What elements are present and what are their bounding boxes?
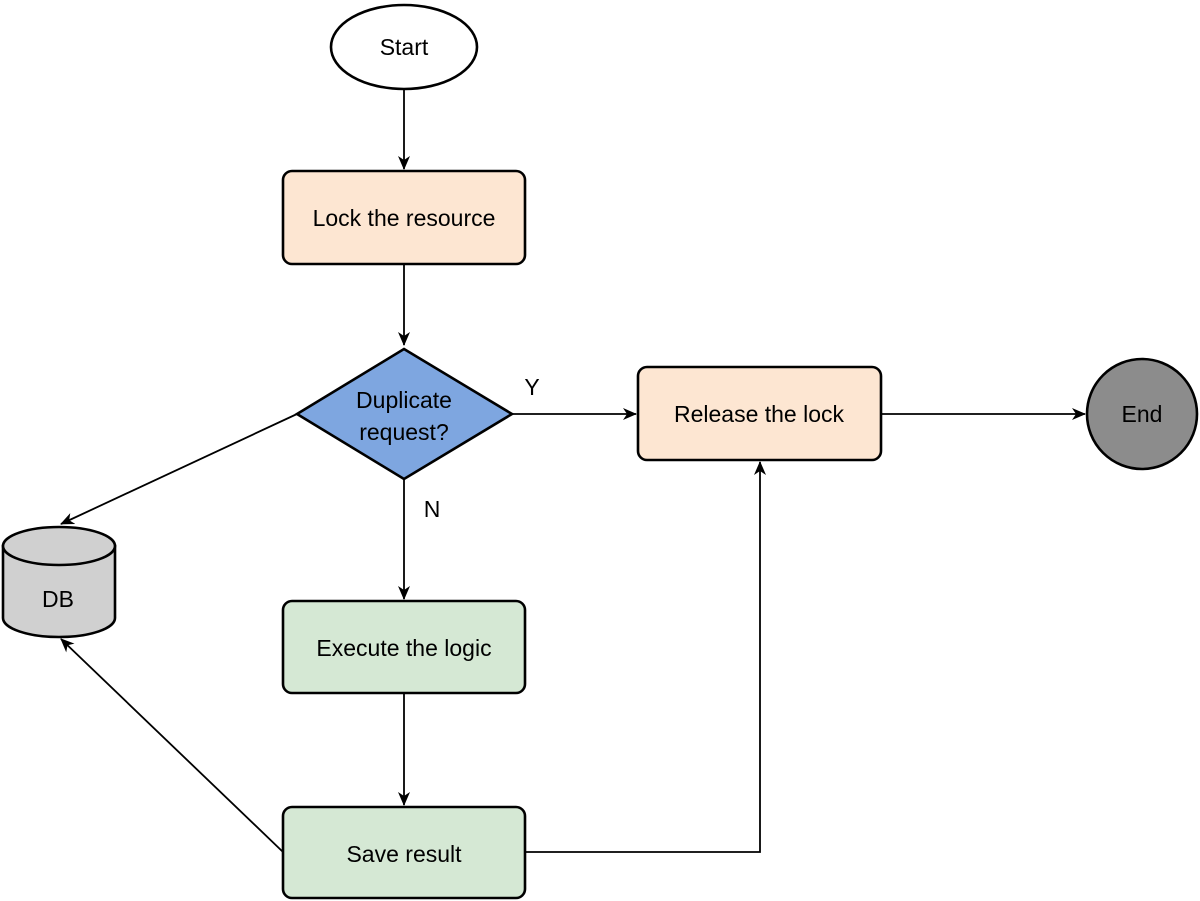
db-cylinder-body: [1, 544, 117, 639]
node-db: DB: [1, 525, 117, 639]
node-lock-resource: Lock the resource: [281, 169, 527, 266]
release-lock-label: Release the lock: [674, 401, 845, 427]
node-release-lock: Release the lock: [636, 365, 883, 462]
node-duplicate-decision: Duplicate request?: [294, 347, 515, 481]
node-save-result: Save result: [281, 805, 527, 900]
node-execute-logic: Execute the logic: [281, 599, 527, 695]
end-circle: [1085, 357, 1199, 471]
end-label: End: [1122, 401, 1163, 427]
edge-save-to-db: [60, 638, 284, 853]
save-result-box: [281, 805, 527, 900]
node-end: End: [1085, 357, 1199, 471]
start-ellipse: [329, 3, 479, 91]
db-cylinder-top: [1, 525, 117, 567]
decision-label-line2: request?: [359, 419, 449, 445]
node-start: Start: [329, 3, 479, 91]
edge-decision-to-db: [60, 413, 298, 525]
decision-label-line1: Duplicate: [356, 387, 452, 413]
execute-logic-label: Execute the logic: [316, 635, 491, 661]
release-lock-box: [636, 365, 883, 462]
start-label: Start: [380, 34, 429, 60]
execute-logic-box: [281, 599, 527, 695]
edge-label-yes: Y: [524, 374, 539, 400]
edge-save-to-release: [526, 461, 766, 853]
db-label: DB: [42, 586, 74, 612]
edge-label-no: N: [424, 496, 441, 522]
lock-resource-label: Lock the resource: [313, 205, 496, 231]
decision-diamond: [294, 347, 515, 481]
lock-resource-box: [281, 169, 527, 266]
edges: [60, 90, 1086, 853]
save-result-label: Save result: [346, 841, 462, 867]
